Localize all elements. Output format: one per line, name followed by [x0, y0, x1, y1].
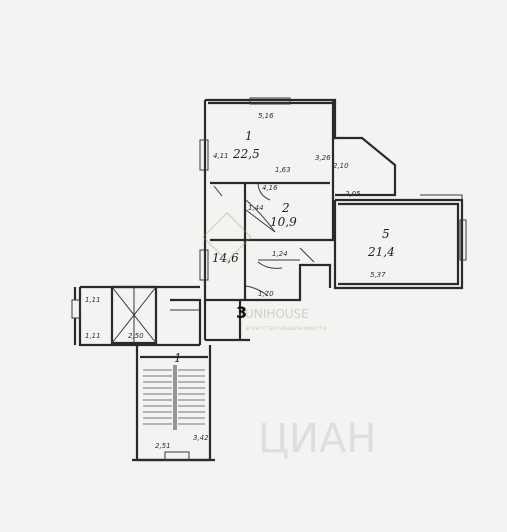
room-2-number: 2 [281, 201, 290, 215]
dim-room5-top: 2,05 [345, 190, 361, 198]
dim-balcony: 2,10 [333, 162, 349, 170]
dim-left-a: 1,11 [85, 296, 101, 304]
dim-room1-left: 4,11 [213, 152, 229, 160]
room-2-area: 10,9 [270, 215, 297, 229]
room-1-number: 1 [245, 129, 253, 143]
door-swings [213, 181, 315, 297]
dim-stair-right: 3,42 [193, 434, 209, 442]
stairwell [132, 345, 215, 462]
dim-misc-a: 1,24 [272, 250, 288, 258]
dim-corridor: 2,50 [128, 332, 144, 340]
room-1-area: 22,5 [232, 147, 260, 161]
dim-left-b: 1,11 [85, 332, 101, 340]
watermark-brand: UNIHOUSE [245, 307, 309, 321]
dim-room5-bottom: 5,37 [370, 271, 386, 279]
watermark-logo: UNIHOUSE агентство недвижимости [201, 211, 326, 332]
room-4-area: 14,6 [212, 251, 239, 265]
watermark-sub: агентство недвижимости [245, 325, 326, 332]
stair-marker: 3 [236, 303, 247, 322]
watermark-cian: ЦИАН [258, 416, 376, 462]
room-5-number: 5 [382, 227, 390, 241]
dim-stair-bottom: 2,51 [155, 442, 171, 450]
dim-room1-bottom: 1,63 [275, 166, 291, 174]
dim-room1-right: 3,26 [315, 154, 331, 162]
dim-room2-a: 4,16 [262, 184, 278, 192]
stair-number: 1 [174, 351, 182, 365]
dim-misc-b: 1,70 [258, 290, 274, 298]
room-5-area: 21,4 [367, 245, 395, 259]
dim-room2-b: 1,44 [248, 204, 264, 212]
windows [71, 97, 467, 319]
dim-top: 5,16 [258, 112, 274, 120]
